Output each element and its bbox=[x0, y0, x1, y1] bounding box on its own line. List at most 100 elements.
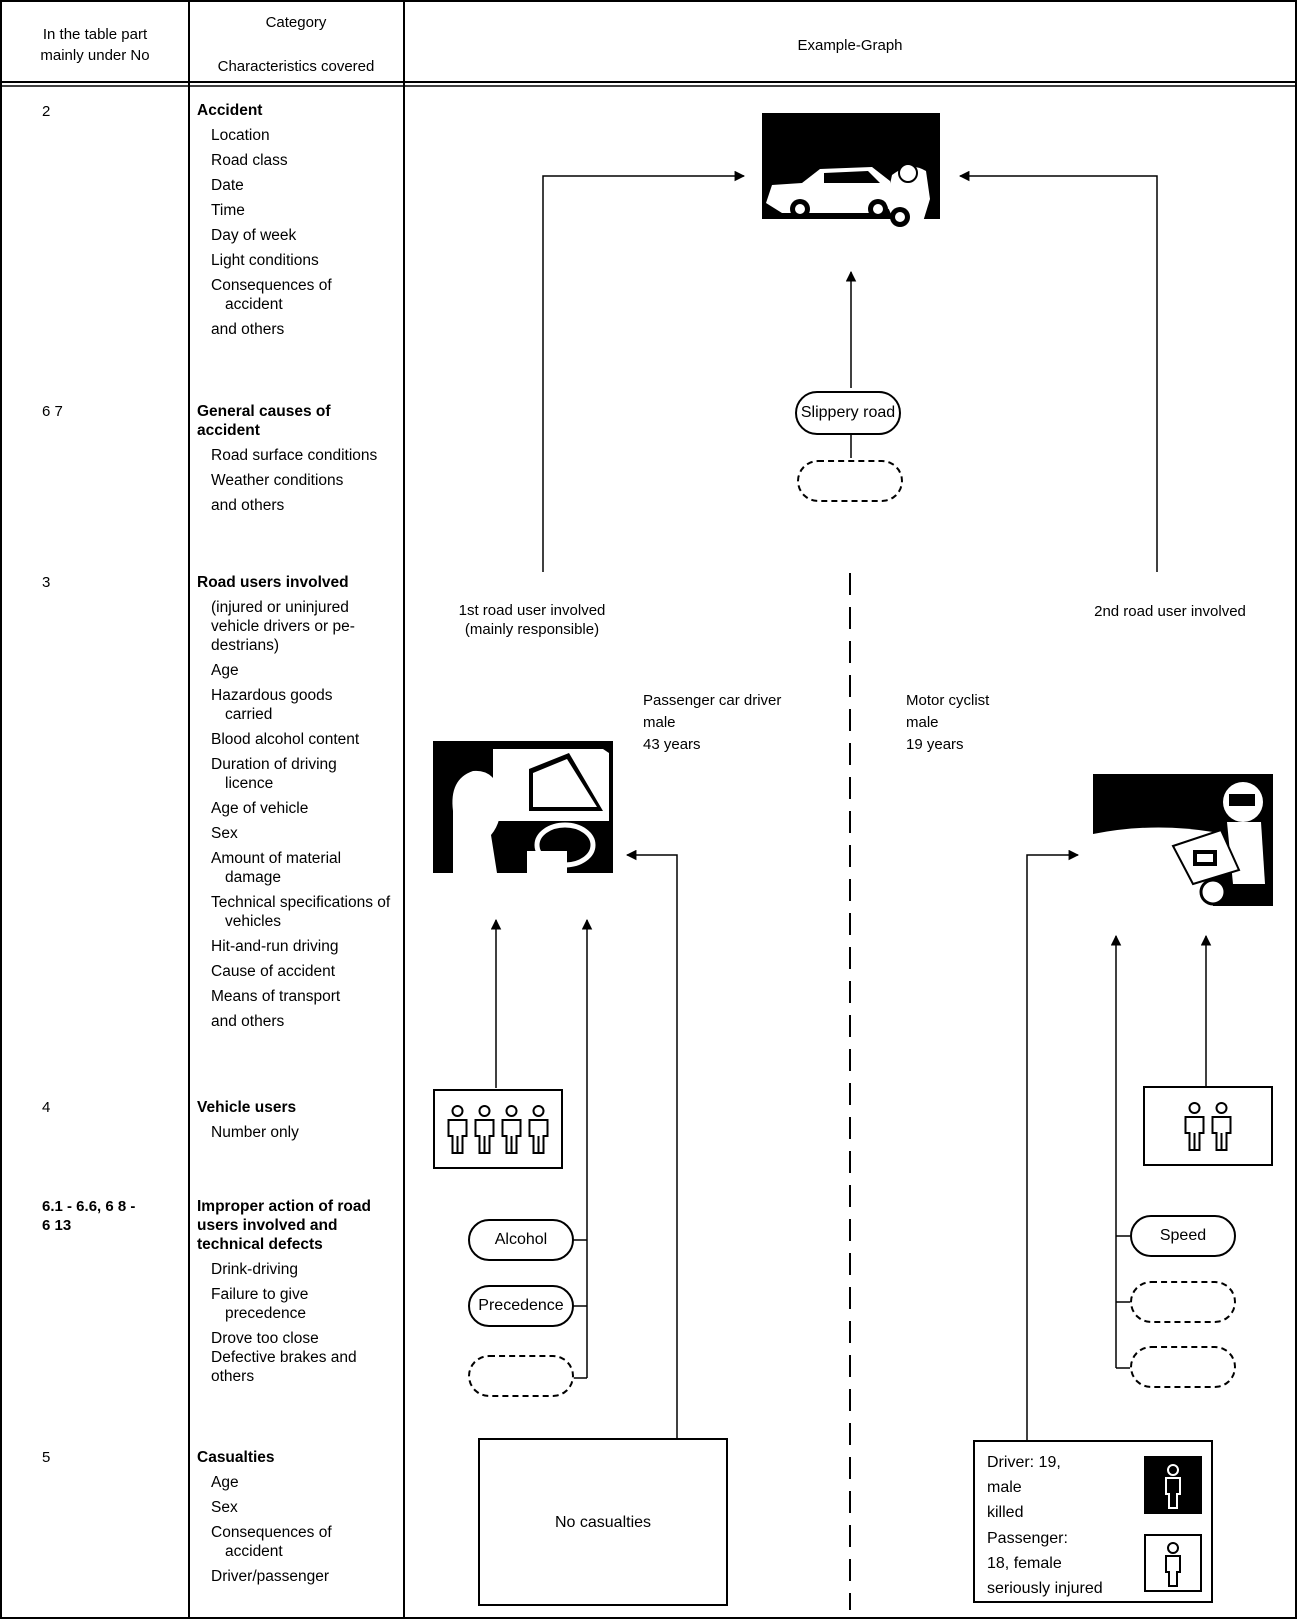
casualty-line: seriously injured bbox=[987, 1580, 1103, 1597]
category-item: Defective brakes and others bbox=[211, 1349, 357, 1385]
no-casualties-text: No casualties bbox=[554, 1513, 652, 1531]
casualty-line: killed bbox=[987, 1504, 1024, 1521]
category-title: Road users involved bbox=[197, 574, 349, 591]
category-title: Improper action of road users involved a… bbox=[197, 1198, 371, 1253]
description-line: male bbox=[643, 714, 676, 731]
category-item: Weather conditions bbox=[211, 472, 344, 489]
category-item: Sex bbox=[211, 1499, 238, 1516]
description-line: 43 years bbox=[643, 736, 701, 753]
category-vehicle-users: Vehicle users Number only bbox=[197, 1098, 402, 1142]
category-item: (injured or uninjured vehicle drivers or… bbox=[211, 599, 355, 654]
category-item: Driver/passenger bbox=[211, 1568, 330, 1585]
occupants-box-user-1 bbox=[433, 1089, 563, 1169]
category-item: Drove too close bbox=[211, 1330, 319, 1347]
road-user-2-description: Motor cyclist male 19 years bbox=[906, 691, 989, 754]
header-col1: In the table part mainly under No bbox=[40, 26, 150, 64]
cause-pill-slippery-road: Slippery road bbox=[795, 391, 901, 435]
category-general-causes: General causes of accident Road surface … bbox=[197, 402, 407, 515]
cause-pill-precedence: Precedence bbox=[468, 1285, 574, 1327]
cause-pill-empty bbox=[1130, 1281, 1236, 1323]
row-number: 6 7 bbox=[42, 403, 63, 420]
road-user-1-label: 1st road user involved (mainly responsib… bbox=[458, 602, 606, 638]
category-item: Consequences of accident bbox=[211, 1524, 332, 1560]
category-item: Consequences of accident bbox=[211, 277, 332, 313]
category-item: Sex bbox=[211, 825, 238, 842]
category-item: Blood alcohol content bbox=[211, 731, 360, 748]
category-road-users: Road users involved (injured or uninjure… bbox=[197, 573, 407, 1031]
casualty-passenger-text: Passenger: 18, female seriously injured bbox=[987, 1526, 1103, 1601]
person-icon bbox=[474, 1105, 495, 1154]
category-item: Hit-and-run driving bbox=[211, 938, 339, 955]
cause-pill-empty bbox=[1130, 1346, 1236, 1388]
category-item: Age bbox=[211, 662, 239, 679]
category-item: Light conditions bbox=[211, 252, 319, 269]
category-item: Age of vehicle bbox=[211, 800, 309, 817]
category-item: Date bbox=[211, 177, 244, 194]
road-user-1-description: Passenger car driver male 43 years bbox=[643, 691, 781, 754]
header-col2-bottom: Characteristics covered bbox=[217, 58, 375, 75]
row-number: 6.1 - 6.6, 6 8 - 6 13 bbox=[42, 1198, 136, 1234]
category-item: Duration of driving licence bbox=[211, 756, 337, 792]
casualty-box-user-2: Driver: 19, male killed Passenger: 18, f… bbox=[973, 1440, 1213, 1603]
description-line: Passenger car driver bbox=[643, 692, 782, 709]
category-casualties: Casualties Age Sex Consequences of accid… bbox=[197, 1448, 402, 1586]
casualty-line: Passenger: bbox=[987, 1530, 1068, 1547]
category-item: Road class bbox=[211, 152, 288, 169]
category-item: and others bbox=[211, 497, 285, 514]
person-injured-icon bbox=[1144, 1534, 1202, 1592]
casualty-box-user-1: No casualties bbox=[478, 1438, 728, 1606]
row-number: 2 bbox=[42, 103, 51, 120]
category-item: Cause of accident bbox=[211, 963, 336, 980]
occupant-icons bbox=[1184, 1102, 1232, 1151]
category-title: Vehicle users bbox=[197, 1099, 297, 1116]
description-line: 19 years bbox=[906, 736, 964, 753]
category-item: and others bbox=[211, 1013, 285, 1030]
category-item: Failure to give precedence bbox=[211, 1286, 309, 1322]
category-item: and others bbox=[211, 321, 285, 338]
cause-pill-empty bbox=[468, 1355, 574, 1397]
person-icon bbox=[501, 1105, 522, 1154]
category-item: Road surface conditions bbox=[211, 447, 378, 464]
category-item: Number only bbox=[211, 1124, 299, 1141]
person-icon bbox=[1184, 1102, 1205, 1151]
row-number: 5 bbox=[42, 1449, 51, 1466]
description-line: male bbox=[906, 714, 939, 731]
cause-pill-empty bbox=[797, 460, 903, 502]
person-icon bbox=[447, 1105, 468, 1154]
road-user-2-label: 2nd road user involved bbox=[1094, 603, 1246, 620]
category-item: Time bbox=[211, 202, 245, 219]
category-item: Day of week bbox=[211, 227, 297, 244]
car-driver-illustration bbox=[433, 741, 613, 873]
person-killed-icon bbox=[1144, 1456, 1202, 1514]
category-item: Age bbox=[211, 1474, 239, 1491]
casualty-line: male bbox=[987, 1479, 1022, 1496]
category-item: Amount of material damage bbox=[211, 850, 342, 886]
casualty-driver-text: Driver: 19, male killed bbox=[987, 1450, 1061, 1525]
casualty-line: Driver: 19, bbox=[987, 1454, 1061, 1471]
category-item: Technical specifications of vehicles bbox=[211, 894, 391, 930]
occupants-box-user-2 bbox=[1143, 1086, 1273, 1166]
header-col2-top: Category bbox=[265, 14, 327, 31]
category-improper-action: Improper action of road users involved a… bbox=[197, 1197, 402, 1386]
category-accident: Accident Location Road class Date Time D… bbox=[197, 101, 402, 339]
row-number: 4 bbox=[42, 1099, 51, 1116]
category-item: Means of transport bbox=[211, 988, 341, 1005]
category-item: Drink-driving bbox=[211, 1261, 298, 1278]
category-title: General causes of accident bbox=[197, 403, 331, 439]
cause-pill-speed: Speed bbox=[1130, 1215, 1236, 1257]
occupant-icons bbox=[447, 1105, 549, 1154]
accident-illustration bbox=[762, 113, 940, 245]
category-title: Casualties bbox=[197, 1449, 275, 1466]
category-item: Hazardous goods carried bbox=[211, 687, 333, 723]
category-title: Accident bbox=[197, 102, 263, 119]
person-icon bbox=[528, 1105, 549, 1154]
category-item: Location bbox=[211, 127, 270, 144]
casualty-line: 18, female bbox=[987, 1555, 1062, 1572]
person-icon bbox=[1211, 1102, 1232, 1151]
cause-pill-alcohol: Alcohol bbox=[468, 1219, 574, 1261]
header-col3: Example-Graph bbox=[797, 37, 903, 54]
row-number: 3 bbox=[42, 574, 51, 591]
description-line: Motor cyclist bbox=[906, 692, 990, 709]
